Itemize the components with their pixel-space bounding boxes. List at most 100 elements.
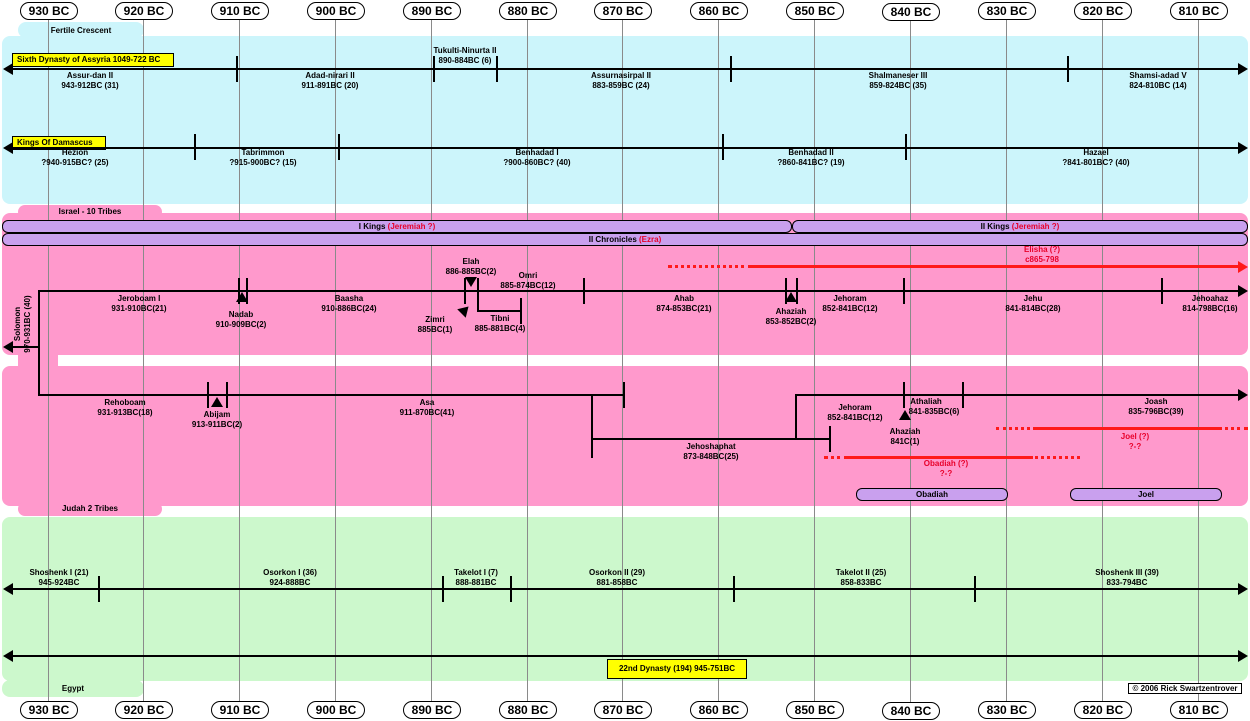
king-dates: 824-810BC (14) (1129, 81, 1187, 90)
arrow-right-icon (1238, 285, 1248, 297)
solomon-line (12, 346, 38, 348)
king-dates: 970-931BC (40) (23, 295, 32, 353)
jehoram-branch (795, 394, 797, 438)
reign-tick (829, 426, 831, 452)
gridline (1198, 18, 1199, 703)
king-name: Rehoboam (104, 398, 146, 407)
book-obadiah: Obadiah (856, 488, 1008, 501)
book-title: II Chronicles (588, 235, 637, 244)
king-dates: 883-859BC (24) (592, 81, 650, 90)
king-name: Ahaziah (775, 307, 807, 316)
axis-tick-label: 930 BC (20, 701, 78, 719)
reign-tick (1067, 56, 1069, 82)
king-dates: 911-891BC (20) (301, 81, 359, 90)
egypt-dynasty-line (12, 655, 1238, 657)
king-dates: 873-848BC(25) (683, 452, 739, 461)
king-name: Takelot II (25) (835, 568, 887, 577)
king-name: Tibni (490, 314, 510, 323)
gridline (718, 18, 719, 703)
gridline (48, 18, 49, 703)
king-name: Abijam (203, 410, 231, 419)
reign-tick (796, 278, 798, 304)
king-name: Zimri (425, 315, 445, 324)
israel-line (38, 290, 1238, 292)
king-dates: 874-853BC(21) (656, 304, 712, 313)
reign-tick (903, 278, 905, 304)
king-name: Benhadad II (788, 148, 834, 157)
king-dates: 885BC(1) (417, 325, 453, 334)
book-title: II Kings (980, 222, 1010, 231)
king-dates: 931-910BC(21) (111, 304, 167, 313)
king-name: Joash (1144, 397, 1168, 406)
king-name: Jehoram (833, 294, 867, 303)
tibni-branch (477, 290, 479, 310)
king-dates: 885-881BC(4) (474, 324, 526, 333)
axis-tick-label: 870 BC (594, 2, 652, 20)
axis-tick-label: 850 BC (786, 2, 844, 20)
reign-tick (583, 278, 585, 304)
prophet-name: Elisha (?) (1023, 245, 1060, 254)
fertile-crescent-band (2, 36, 1248, 204)
king-name: Osorkon II (29) (588, 568, 645, 577)
damascus-line (12, 147, 1238, 149)
egypt-tab: Egypt (2, 680, 144, 697)
king-dates: 881-858BC (596, 578, 638, 587)
axis-tick-label: 860 BC (690, 2, 748, 20)
king-name: Jehoshaphat (686, 442, 736, 451)
reign-tick (194, 134, 196, 160)
book-author: (Ezra) (639, 235, 662, 244)
judah-tab: Judah 2 Tribes (18, 502, 162, 516)
arrow-right-icon (1238, 389, 1248, 401)
king-name: Ahaziah (889, 427, 921, 436)
gridline (431, 18, 432, 703)
arrow-left-icon (3, 341, 13, 353)
king-name: Jehoram (838, 403, 872, 412)
king-dates: 888-881BC (455, 578, 497, 587)
king-name: Benhadad I (515, 148, 559, 157)
joel-line (1036, 427, 1218, 430)
axis-tick-label: 830 BC (978, 701, 1036, 719)
axis-tick-label: 810 BC (1170, 701, 1228, 719)
book-author: (Jeremiah ?) (1011, 222, 1060, 231)
arrow-left-icon (3, 142, 13, 154)
axis-tick-label: 870 BC (594, 701, 652, 719)
king-dates: 841C(1) (890, 437, 920, 446)
prophet-dotted-line (1218, 427, 1248, 430)
king-dates: 885-874BC(12) (500, 281, 556, 290)
reign-tick (238, 278, 240, 304)
reign-tick (433, 56, 435, 82)
axis-tick-label: 820 BC (1074, 701, 1132, 719)
solomon-label: Solomon 970-931BC (40) (13, 269, 33, 379)
axis-tick-label: 850 BC (786, 701, 844, 719)
pointer-arrow-icon (899, 410, 911, 420)
jehoshaphat-line (591, 438, 831, 440)
king-dates: 833-794BC (1106, 578, 1148, 587)
axis-tick-label: 840 BC (882, 3, 940, 21)
assyria-dynasty-header: Sixth Dynasty of Assyria 1049-722 BC (12, 53, 174, 67)
pointer-arrow-icon (211, 397, 223, 407)
gridline (910, 18, 911, 703)
king-dates: ?900-860BC? (40) (503, 158, 571, 167)
reign-tick (1161, 278, 1163, 304)
king-name: Tukulti-Ninurta II (433, 46, 497, 55)
king-name: Asa (419, 398, 435, 407)
gridline (143, 18, 144, 703)
king-dates: 814-798BC(16) (1182, 304, 1238, 313)
king-name: Baasha (334, 294, 364, 303)
pointer-arrow-icon (785, 292, 797, 302)
solomon-split-line (38, 290, 40, 396)
axis-tick-label: 830 BC (978, 2, 1036, 20)
king-name: Assur-dan II (66, 71, 114, 80)
king-name: Adad-nirari II (305, 71, 355, 80)
egypt-line (12, 588, 1238, 590)
reign-tick (98, 576, 100, 602)
gridline (1102, 18, 1103, 703)
axis-tick-label: 880 BC (499, 701, 557, 719)
arrow-left-icon (3, 583, 13, 595)
king-dates: 913-911BC(2) (191, 420, 243, 429)
judah-line-late (795, 394, 1238, 396)
prophet-name: Joel (?) (1120, 432, 1150, 441)
reign-tick (338, 134, 340, 160)
reign-tick (510, 576, 512, 602)
